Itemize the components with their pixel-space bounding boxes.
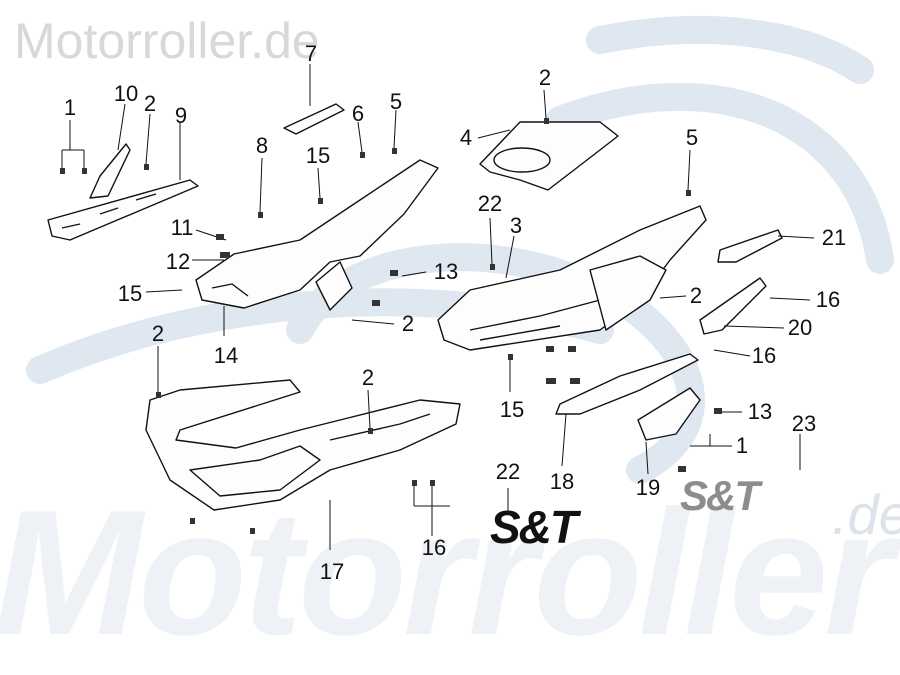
part-17-lower-cover — [145, 379, 461, 511]
part-19-bracket — [637, 387, 701, 441]
fasteners — [60, 118, 722, 534]
callout-18: 18 — [549, 469, 575, 494]
callout-12: 12 — [165, 249, 191, 274]
callout-17: 17 — [319, 559, 345, 584]
callout-2-c: 2 — [401, 311, 415, 336]
callout-15-c: 15 — [499, 397, 525, 422]
callout-9: 9 — [174, 103, 188, 128]
callout-16-c: 16 — [421, 535, 447, 560]
callout-23: 23 — [791, 411, 817, 436]
callout-19: 19 — [635, 475, 661, 500]
part-3-floor — [437, 205, 707, 351]
callout-15-b: 15 — [117, 281, 143, 306]
callout-2-d: 2 — [689, 283, 703, 308]
callout-15-a: 15 — [305, 143, 331, 168]
part-14-floor — [195, 159, 439, 309]
callout-5-b: 5 — [685, 125, 699, 150]
callout-3: 3 — [509, 213, 523, 238]
brand-logo-grey: S&T — [680, 472, 760, 519]
callout-8: 8 — [255, 133, 269, 158]
callout-20: 20 — [787, 315, 813, 340]
diagram-drawing — [26, 16, 894, 550]
watermark-top-text: Motorroller.de — [14, 13, 320, 69]
part-21-trim — [717, 229, 783, 263]
callout-16-b: 16 — [751, 343, 777, 368]
leader-lines — [61, 64, 815, 550]
part-7-clip — [283, 103, 345, 135]
callout-4: 4 — [459, 125, 473, 150]
callout-14: 14 — [213, 343, 239, 368]
callout-2-f: 2 — [361, 365, 375, 390]
part-9-rail — [47, 179, 199, 241]
callout-5-a: 5 — [389, 89, 403, 114]
callout-2-b: 2 — [538, 65, 552, 90]
part-20-trim — [699, 277, 767, 335]
callout-1-a: 1 — [63, 95, 77, 120]
callout-13-b: 13 — [747, 399, 773, 424]
part-10-bracket — [89, 143, 131, 199]
callout-2-a: 2 — [143, 91, 157, 116]
parts-diagram: Motorroller.de Motorroller .de — [0, 13, 900, 672]
callout-7: 7 — [304, 41, 318, 66]
callout-10: 10 — [113, 81, 139, 106]
callout-21: 21 — [821, 225, 847, 250]
brand-logo-black: S&T — [490, 501, 578, 553]
callout-1-b: 1 — [735, 433, 749, 458]
callout-13-a: 13 — [433, 259, 459, 284]
callout-16-a: 16 — [815, 287, 841, 312]
callout-11: 11 — [170, 215, 194, 240]
watermark-bottom-suffix: .de — [832, 483, 900, 546]
callout-6: 6 — [351, 101, 365, 126]
callout-2-e: 2 — [151, 321, 165, 346]
callout-22-a: 22 — [477, 191, 503, 216]
part-18-rail — [555, 353, 699, 415]
callout-22-b: 22 — [495, 459, 521, 484]
